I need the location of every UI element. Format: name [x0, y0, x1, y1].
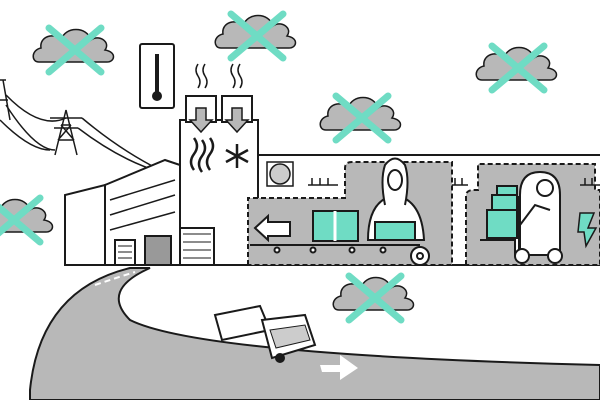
lightning-icon — [577, 212, 598, 249]
boxes-stack — [312, 210, 359, 242]
heat-waves-icon — [189, 137, 215, 173]
road — [29, 267, 600, 400]
snowflake-icon — [225, 144, 249, 168]
cloud-crossed-icon — [214, 14, 297, 58]
road-arrow — [320, 355, 358, 380]
cloud-crossed-icon — [32, 28, 115, 72]
factory-building — [64, 63, 259, 266]
worker-holding-box — [366, 157, 426, 241]
delivery-truck — [213, 304, 317, 363]
clock-icon — [266, 161, 294, 187]
conveyor-belt — [250, 244, 430, 266]
thermometer-icon — [139, 43, 175, 109]
arrow-left-icon — [253, 213, 291, 243]
cloud-crossed-icon — [319, 96, 402, 140]
cloud-crossed-icon — [332, 276, 415, 320]
cloud-crossed-icon — [475, 46, 558, 90]
arrow-down-icon — [188, 107, 250, 134]
cloud-crossed-icon — [0, 198, 54, 242]
boxes-stack — [486, 185, 518, 239]
power-pylon-icon — [0, 79, 161, 173]
